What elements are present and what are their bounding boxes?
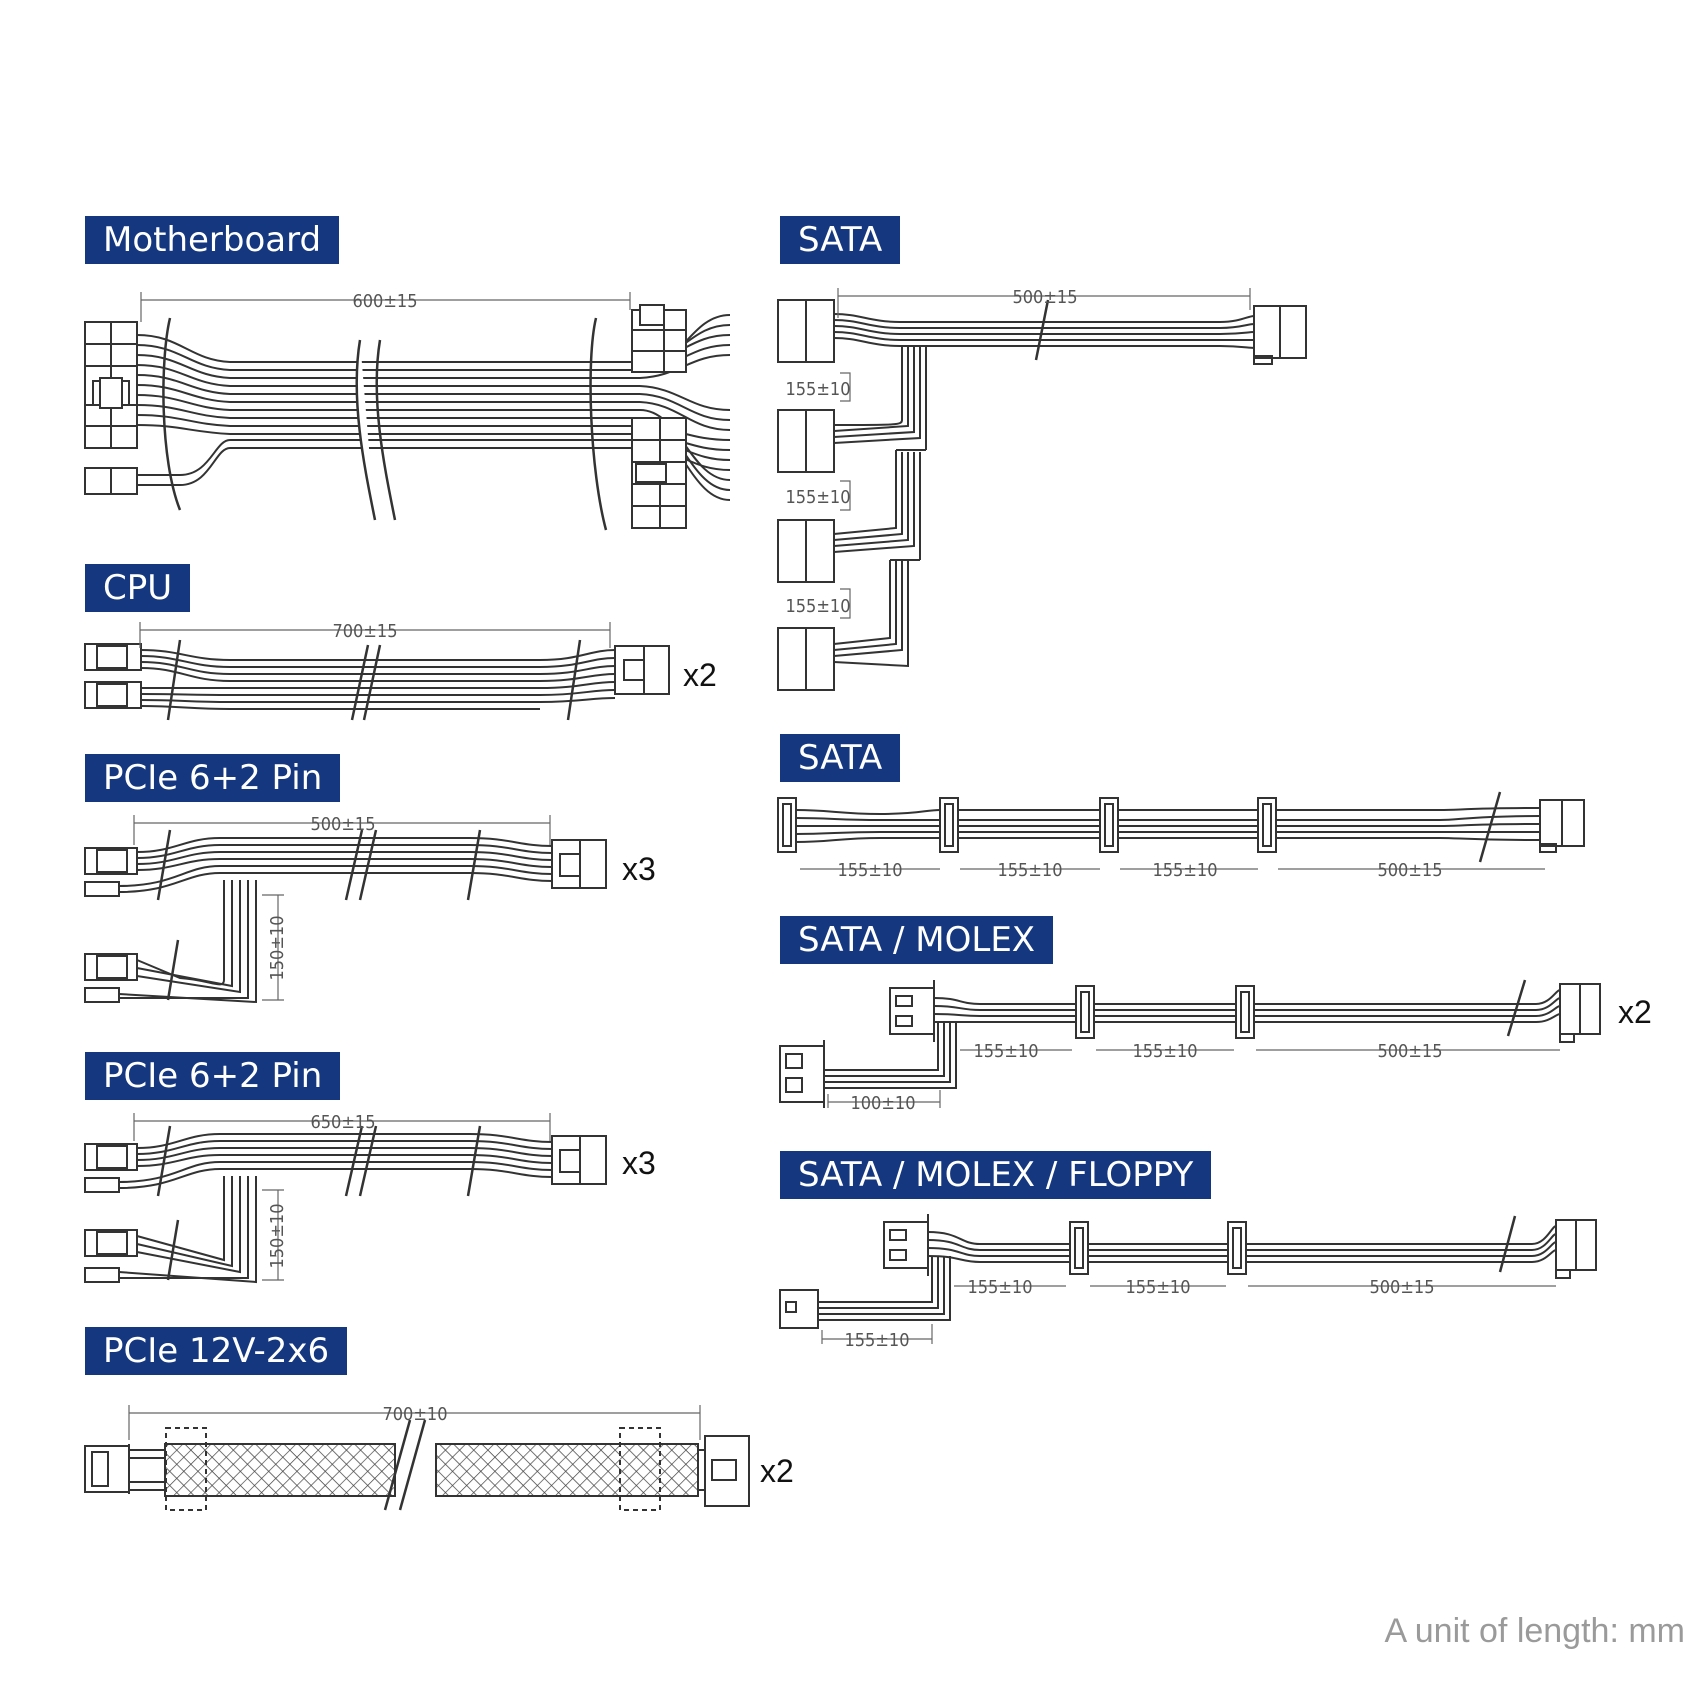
pcie2-length: 650±15 [310, 1112, 375, 1133]
sata-molex-spacing-1: 155±10 [973, 1041, 1038, 1062]
pcie1-length: 500±15 [310, 814, 375, 835]
motherboard-cable [84, 292, 731, 531]
sata1-spacing-3: 155±10 [785, 596, 850, 617]
sata-molex-multiplier: x2 [1618, 994, 1652, 1030]
pcie-12v-2x6-cable [84, 1405, 750, 1511]
sata2-length: 500±15 [1377, 860, 1442, 881]
pcie12v-multiplier: x2 [760, 1453, 794, 1489]
sata-molex-label: SATA / MOLEX [780, 916, 1054, 964]
sata-molex-floppy-label: SATA / MOLEX / FLOPPY [780, 1151, 1212, 1199]
sata1-length: 500±15 [1012, 287, 1077, 308]
sata2-spacing-2: 155±10 [997, 860, 1062, 881]
sata-molex-cable [779, 979, 1601, 1108]
sata-molex-floppy-spacing-2: 155±10 [1125, 1277, 1190, 1298]
cpu-cable [84, 622, 670, 721]
motherboard-label: Motherboard [85, 216, 340, 264]
pcie-6-2-cable-1 [84, 815, 607, 1004]
motherboard-length: 600±15 [352, 291, 417, 312]
pcie-6-2-pin-label-1: PCIe 6+2 Pin [85, 754, 341, 802]
sata-molex-molex-length: 100±10 [850, 1093, 915, 1114]
cpu-multiplier: x2 [683, 657, 717, 693]
sata-molex-floppy-length: 500±15 [1369, 1277, 1434, 1298]
sata-cable-2 [777, 791, 1585, 870]
cpu-label: CPU [85, 564, 191, 612]
sata2-spacing-3: 155±10 [1152, 860, 1217, 881]
pcie2-multiplier: x3 [622, 1145, 656, 1181]
pcie1-branch-length: 150±10 [267, 915, 288, 980]
pcie-12v-2x6-label: PCIe 12V-2x6 [85, 1327, 348, 1375]
pcie1-multiplier: x3 [622, 851, 656, 887]
pcie-6-2-pin-label-2: PCIe 6+2 Pin [85, 1052, 341, 1100]
sata-molex-floppy-spacing-1: 155±10 [967, 1277, 1032, 1298]
pcie12v-length: 700±10 [382, 1404, 447, 1425]
sata-molex-floppy-floppy-length: 155±10 [844, 1330, 909, 1351]
unit-note: A unit of length: mm [1384, 1612, 1686, 1650]
sata2-spacing-1: 155±10 [837, 860, 902, 881]
pcie2-branch-length: 150±10 [267, 1203, 288, 1268]
cpu-length: 700±15 [332, 621, 397, 642]
sata-label-2: SATA [780, 734, 901, 782]
sata-molex-floppy-cable [779, 1214, 1597, 1344]
sata-label-1: SATA [780, 216, 901, 264]
sata1-spacing-1: 155±10 [785, 379, 850, 400]
pcie-6-2-cable-2 [84, 1113, 607, 1284]
sata-cable-1 [777, 288, 1307, 691]
sata1-spacing-2: 155±10 [785, 487, 850, 508]
sata-molex-spacing-2: 155±10 [1132, 1041, 1197, 1062]
sata-molex-length: 500±15 [1377, 1041, 1442, 1062]
